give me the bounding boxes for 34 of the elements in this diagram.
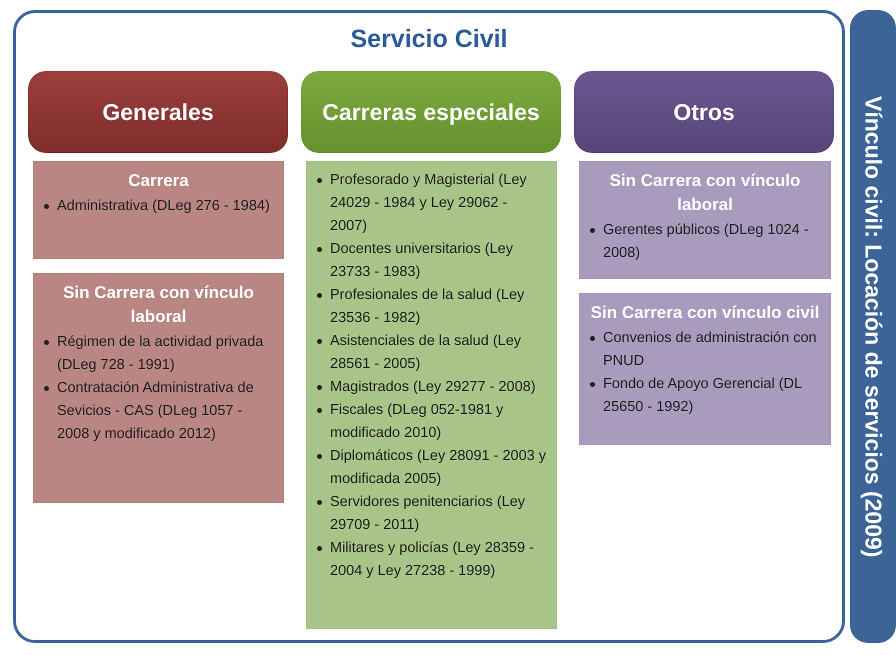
header-text: Carreras especiales: [322, 98, 540, 126]
bullet-text: Gerentes públicos (DLeg 1024 - 2008): [603, 222, 809, 261]
card-heading: Sin Carrera con vínculo laboral: [608, 170, 802, 216]
bullet-text: Fiscales (DLeg 052-1981 y modificado 2010): [330, 402, 504, 441]
frame-panel: [13, 10, 845, 643]
category-card: [306, 161, 557, 629]
category-card: [579, 293, 831, 445]
side-band: [850, 10, 896, 643]
header-text: Generales: [102, 98, 214, 126]
bullet-text: Magistrados (Ley 29277 - 2008): [330, 379, 536, 395]
bullet-text: Profesionales de la salud (Ley 23536 - 1982): [330, 287, 524, 326]
category-header: [574, 71, 834, 153]
card-heading: Sin Carrera con vínculo laboral: [62, 282, 255, 328]
category-header: [28, 71, 288, 153]
bullet-text: Asistenciales de la salud (Ley 28561 - 2005): [330, 333, 522, 372]
bullet-text: Convenios de administración con PNUD: [603, 330, 817, 369]
category-card: [579, 161, 831, 279]
bullet-text: Administrativa (DLeg 276 - 1984): [57, 198, 270, 214]
bullet-text: Régimen de la actividad privada (DLeg 728 - 1991): [57, 334, 264, 373]
band-label: Vínculo civil: Locación de servicios (2009): [860, 96, 886, 558]
card-heading: Carrera: [127, 170, 190, 192]
category-card: [33, 273, 284, 503]
bullet-text: Militares y policías (Ley 28359 - 2004 y Ley 27238 - 1999): [330, 540, 534, 579]
category-header: [301, 71, 561, 153]
card-heading: Sin Carrera con vínculo civil: [590, 302, 820, 324]
bullet-text: Docentes universitarios (Ley 23733 - 1983): [330, 241, 513, 280]
header-text: Otros: [673, 98, 735, 126]
bullet-text: Servidores penitenciarios (Ley 29709 - 2011): [330, 494, 526, 533]
bullet-text: Diplomáticos (Ley 28091 - 2003 y modificada 2005): [330, 448, 546, 487]
bullet-text: Fondo de Apoyo Gerencial (DL 25650 - 1992): [603, 376, 802, 415]
category-card: [33, 161, 284, 259]
bullet-text: Contratación Administrativa de Sevicios - CAS (DLeg 1057 - 2008 y modificado 2012): [57, 380, 254, 442]
frame-heading: Servicio Civil: [349, 25, 509, 54]
bullet-text: Profesorado y Magisterial (Ley 24029 - 1984 y Ley 29062 - 2007): [330, 172, 527, 234]
